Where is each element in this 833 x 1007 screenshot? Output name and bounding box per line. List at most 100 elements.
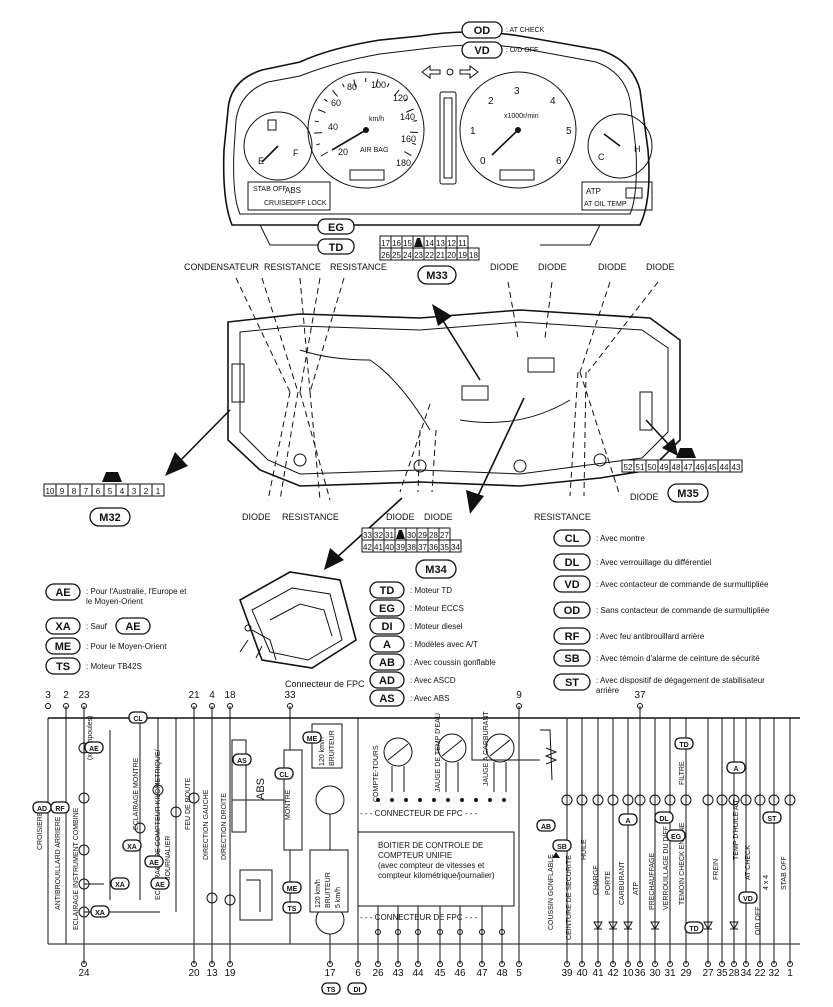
- right-vlabel-13: AT CHECK: [745, 845, 752, 880]
- m34-row2-pin: 36: [429, 543, 438, 552]
- m34-row1-key: [396, 530, 405, 539]
- sch-code-pill: [762, 811, 782, 824]
- legend-mid-2-desc: : Moteur diesel: [410, 622, 463, 631]
- right-lamp: [740, 794, 752, 806]
- m35-pin: 47: [684, 463, 693, 472]
- tacho-num-0: 0: [480, 156, 486, 167]
- sch-code-pill: [274, 767, 294, 780]
- right-diode: [703, 921, 713, 931]
- sch-code-6: CL: [133, 716, 143, 723]
- right-lamp: [784, 794, 796, 806]
- speedo-tick: [404, 151, 412, 156]
- sch-code-14: AB: [541, 824, 551, 831]
- right-lamp: [716, 794, 728, 806]
- bottom-code-ts: TS: [327, 987, 336, 994]
- label-resistance-3: RESISTANCE: [282, 512, 339, 522]
- bottom-pin-3: 19: [224, 968, 236, 979]
- top-pin-1: 2: [63, 690, 69, 701]
- circuit-board: [227, 309, 681, 487]
- m33-row2-pin: 20: [447, 251, 456, 260]
- legend-left-2-code: ME: [55, 641, 72, 653]
- m35-pin: 49: [660, 463, 669, 472]
- right-lamp: [664, 794, 676, 806]
- top-pin-terminal: [81, 703, 87, 709]
- speedo-num-160: 160: [401, 134, 416, 144]
- right-warning-panel: ATP AT OIL TEMP: [581, 181, 653, 211]
- speedo-tick: [342, 83, 345, 88]
- speedo-num-120: 120: [393, 93, 408, 103]
- bottom-pin-24: 35: [716, 968, 728, 979]
- m34-row2-pin: 39: [396, 543, 405, 552]
- sch-code-23: ST: [768, 816, 778, 823]
- mid-code-eg-label: EG: [328, 222, 344, 234]
- left-vlabel-9: DIRECTION DROITE: [221, 793, 228, 860]
- m32-pin: 1: [156, 487, 161, 496]
- left-vlabel-0: CROISIERE: [37, 811, 44, 850]
- legend-mid-6-code: AS: [379, 693, 394, 705]
- m33-row2-pin: 21: [436, 251, 445, 260]
- fuel-label-f: F: [293, 148, 299, 158]
- bottom-pin-terminal: [395, 961, 401, 967]
- airbag-led: [552, 852, 560, 858]
- module-title-2: COMPTEUR UNIFIE: [378, 851, 452, 860]
- legend-right-6-desc-l1: : Avec dispositif de dégagement de stabi…: [596, 676, 765, 685]
- bottom-pin-26: 34: [740, 968, 752, 979]
- sch-code-pill: [282, 901, 302, 914]
- bottom-pin-18: 10: [622, 968, 634, 979]
- legend-right-6-code: ST: [565, 677, 579, 689]
- legend-mid-2-pill: [369, 617, 405, 635]
- module-title-1: BOITIER DE CONTROLE DE: [378, 841, 483, 850]
- sch-code-12: ME: [287, 886, 298, 893]
- legend-left-3-desc: : Moteur TB42S: [86, 662, 142, 671]
- top-pin-terminal: [209, 703, 215, 709]
- m33-row1-pin: 14: [425, 239, 434, 248]
- buzzer2-line2: BRUITEUR: [325, 872, 332, 908]
- speedo-unit: km/h: [369, 116, 384, 123]
- right-diode: [623, 921, 633, 931]
- bottom-pin-terminal: [437, 961, 443, 967]
- legend-mid-0-pill: [369, 581, 405, 599]
- sch-code-pill: [50, 801, 70, 814]
- bottom-pin-25: 28: [728, 968, 740, 979]
- label-resistance-1: RESISTANCE: [264, 262, 321, 272]
- speedo-num-20: 20: [338, 147, 348, 157]
- sch-code-pill: [282, 881, 302, 894]
- bottom-pin-terminal: [191, 961, 197, 967]
- temp-label-c: C: [598, 152, 605, 162]
- legend-left-3-pill: [45, 657, 81, 675]
- m35-cell: [729, 459, 743, 473]
- label-diode-2: DIODE: [538, 262, 567, 272]
- legend-right-4-pill: [553, 627, 591, 645]
- right-vlabel-10: FILTRE: [679, 761, 686, 785]
- m33-row2-pin: 24: [403, 251, 412, 260]
- m34-row1-pin: 31: [385, 531, 394, 540]
- legend-mid-1-pill: [369, 599, 405, 617]
- legend-right-1-code: DL: [565, 557, 580, 569]
- bottom-pin-terminal: [731, 961, 737, 967]
- right-vlabel-16: STAB OFF: [781, 856, 788, 890]
- fpc-dot: [460, 798, 464, 802]
- bottom-pin-9: 45: [434, 968, 446, 979]
- bottom-pin-15: 40: [576, 968, 588, 979]
- left-warning-panel: STAB OFF ABS CRUISE DIFF LOCK: [247, 181, 331, 211]
- m32-pin: 3: [132, 487, 137, 496]
- fpc-dot: [404, 798, 408, 802]
- connector-m33-tag: M33: [417, 265, 457, 285]
- right-lamp: [622, 794, 634, 806]
- m32-pin: 6: [96, 487, 101, 496]
- right-lamp: [649, 794, 661, 806]
- tacho-num-5: 5: [566, 126, 572, 137]
- sch-code-pill: [618, 813, 638, 826]
- legend-mid-3-pill: [369, 635, 405, 653]
- tacho-unit: x1000r/min: [504, 113, 539, 120]
- legend-right-3-desc: : Sans contacteur de commande de surmult…: [596, 606, 770, 615]
- legend-mid-3-code: A: [383, 639, 391, 651]
- abs-label: ABS: [255, 778, 267, 800]
- center-indicator-bar: [439, 91, 457, 185]
- speedo-tick: [393, 89, 400, 97]
- bottom-pin-2: 13: [206, 968, 218, 979]
- m35-pin: 44: [720, 463, 729, 472]
- speedometer: 20 40 60 80 100 120 140 160 180 km/h AIR…: [307, 71, 425, 189]
